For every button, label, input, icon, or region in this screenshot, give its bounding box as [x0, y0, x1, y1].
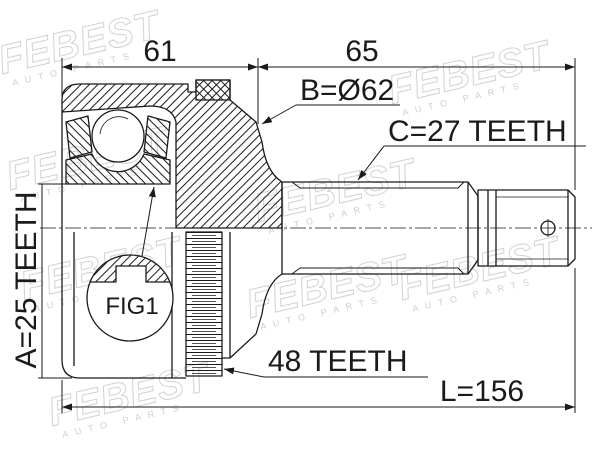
watermark: FEBEST AUTO PARTS — [384, 32, 557, 118]
joint-ball — [91, 109, 145, 163]
part-drawing: FIG1 61 65 L=156 A=25 TEETH B=Ø62 C=27 T… — [10, 35, 592, 413]
fig1-detail-circle — [86, 254, 174, 342]
fig1-label: FIG1 — [105, 293, 158, 320]
bell-neck-lower — [222, 273, 283, 359]
inner-race-section — [65, 153, 171, 185]
outer-diameter-leader — [261, 104, 400, 125]
bell-housing-section — [61, 79, 283, 229]
joint-ball-highlight — [99, 116, 129, 135]
fig1-leader — [141, 186, 156, 257]
bell-housing-lower — [61, 228, 186, 379]
abs-tone-ring — [185, 231, 223, 377]
abs-ring-leader — [223, 367, 428, 378]
overall-length-label: L=156 — [440, 375, 524, 408]
inner-spline-teeth-label: A=25 TEETH — [10, 191, 43, 368]
outer-diameter-label: B=Ø62 — [300, 74, 394, 107]
outer-spline-teeth-label: C=27 TEETH — [388, 115, 567, 148]
abs-ring-teeth-label: 48 TEETH — [268, 345, 408, 378]
shaft-spline-lower — [291, 267, 465, 275]
ball-cage-right — [143, 115, 171, 159]
fig1-spline-tooth-profile — [90, 265, 170, 283]
shaft-spline-upper — [291, 181, 465, 189]
dimension-value-61: 61 — [143, 35, 176, 68]
dimension-value-65: 65 — [345, 35, 378, 68]
outer-spline-leader — [357, 145, 586, 181]
ball-cage-left — [65, 115, 93, 159]
boot-seat-section — [195, 79, 231, 101]
